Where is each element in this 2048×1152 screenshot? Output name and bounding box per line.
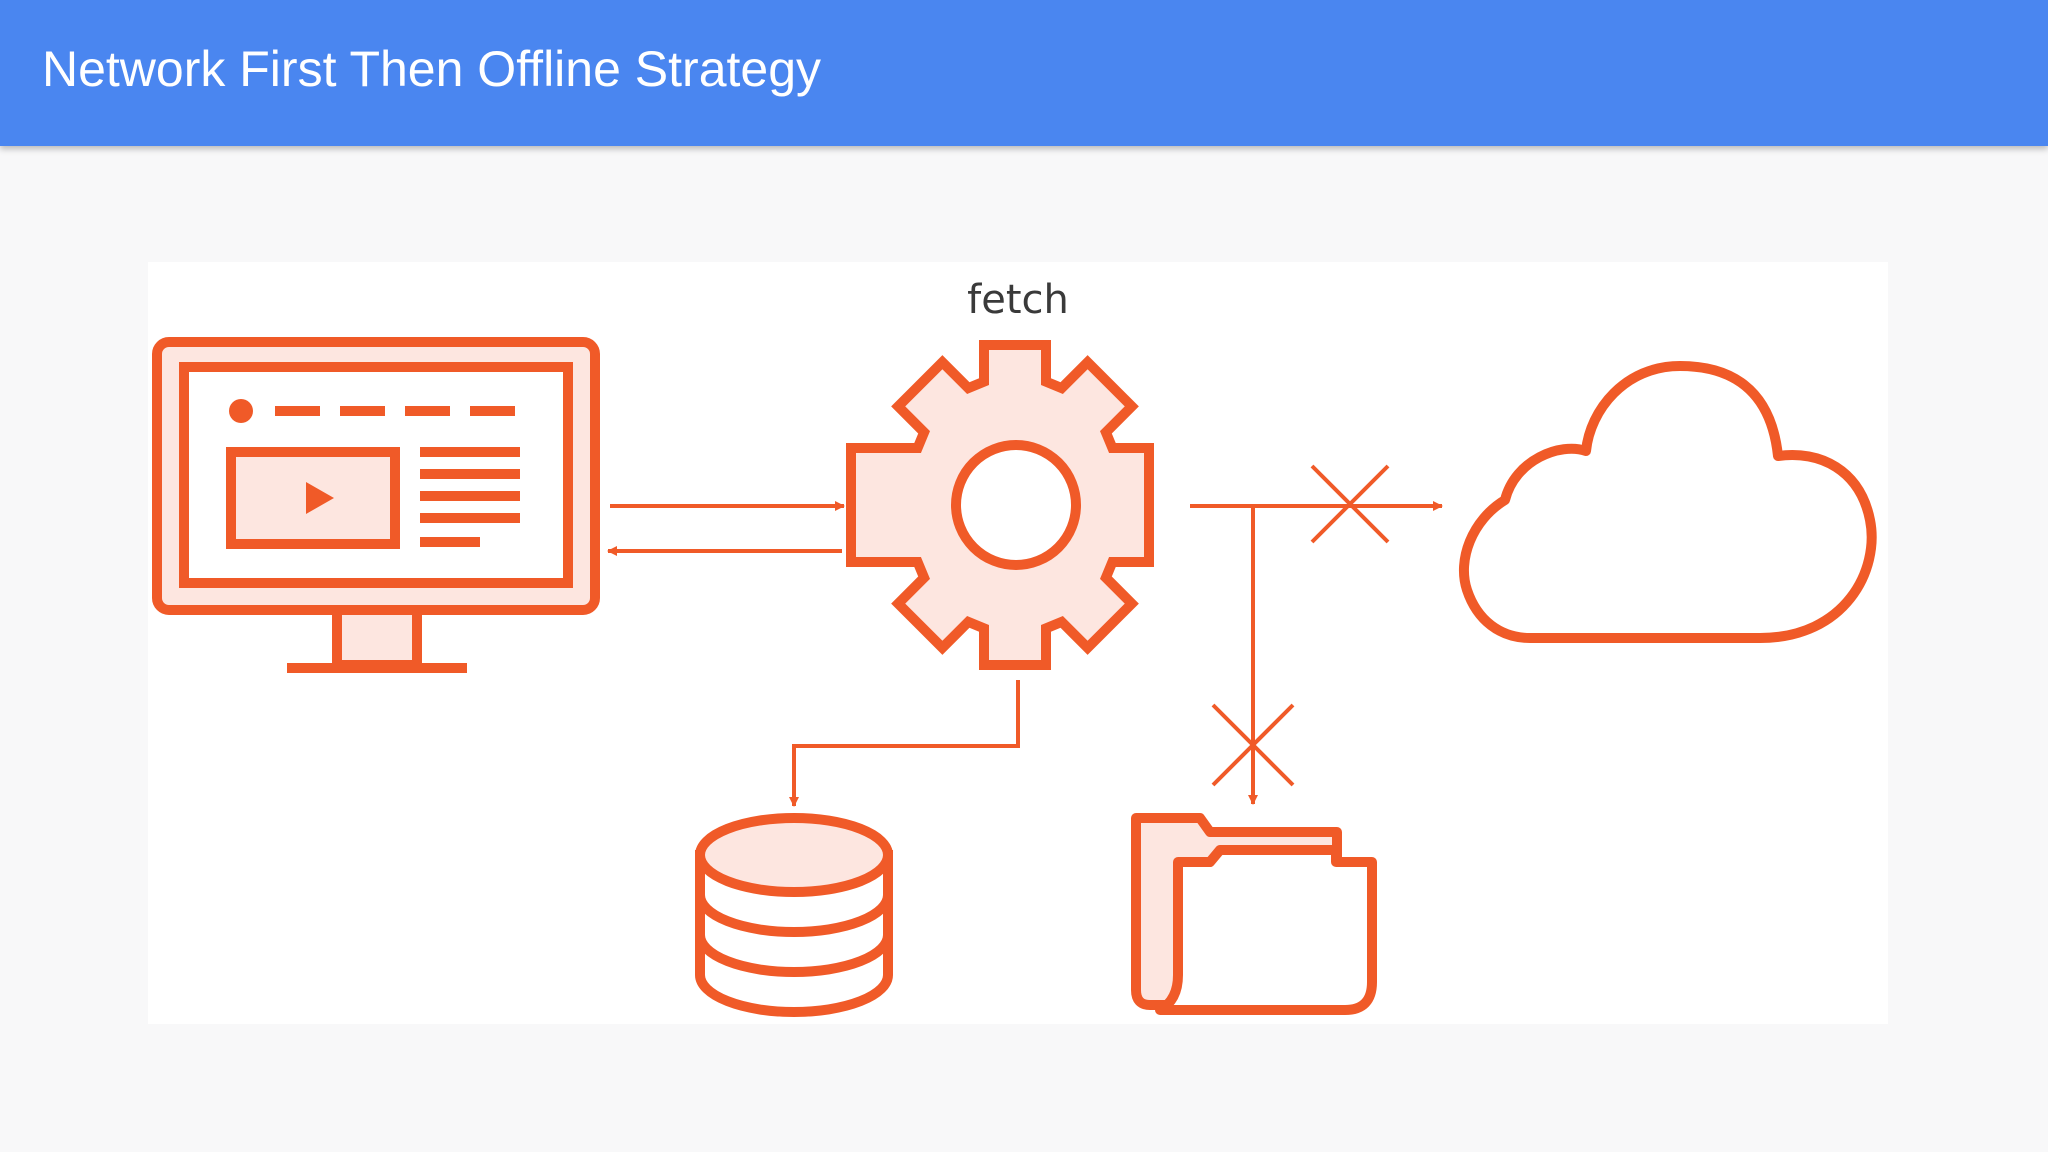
database-line xyxy=(789,680,1020,807)
database-icon xyxy=(695,813,893,1017)
fetch-label: fetch xyxy=(967,277,1069,323)
cache-fail-cross xyxy=(1211,703,1295,787)
page-title: Network First Then Offline Strategy xyxy=(42,41,822,97)
title-bar: Network First Then Offline Strategy xyxy=(0,0,2048,146)
strategy-diagram: fetch xyxy=(152,277,1877,1017)
gear-icon xyxy=(846,340,1154,670)
cloud-icon xyxy=(1458,361,1877,643)
folder-icon xyxy=(1131,813,1377,1015)
monitor-icon xyxy=(152,337,600,673)
diagram-canvas: fetch xyxy=(148,262,1888,1024)
network-fail-cross xyxy=(1310,464,1390,544)
